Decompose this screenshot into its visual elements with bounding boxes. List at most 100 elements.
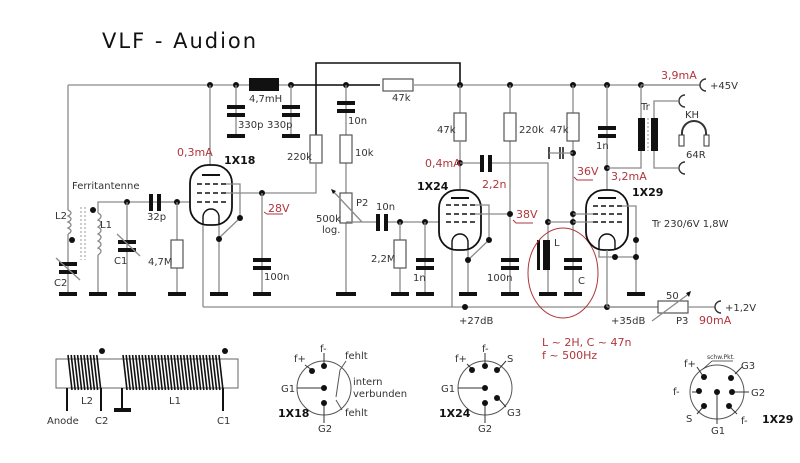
potentiometer-p2[interactable] <box>339 192 353 224</box>
res-220k-label: 220k <box>519 125 544 136</box>
coil-winding <box>128 354 135 391</box>
pin-label: G3 <box>507 408 521 419</box>
pin-label: G3 <box>741 361 755 372</box>
v2-screen-voltage: 38V <box>516 208 538 221</box>
pinout-1x29 <box>689 360 749 424</box>
coil-winding <box>92 354 99 391</box>
coil-c2-label: C2 <box>95 416 108 427</box>
v2-current-reading: 0,4mA <box>425 157 461 170</box>
coil-winding <box>151 354 157 391</box>
tube-1x18 <box>189 85 262 307</box>
resistor-220k-v2-screen <box>503 112 517 142</box>
pin-label: fehlt <box>345 408 368 419</box>
cap-10n-label: 10n <box>376 202 395 213</box>
coil-winding <box>73 354 80 391</box>
supply-45v-terminal-icon[interactable] <box>699 78 707 92</box>
res-4-7M-label: 4,7M <box>148 257 173 268</box>
coil-winding <box>167 354 173 391</box>
pot-p3-label: P3 <box>676 316 688 327</box>
res-47k-label: 47k <box>550 125 569 136</box>
coil-winding <box>135 354 141 391</box>
choke-label: 4,7mH <box>249 94 282 105</box>
res-220k-label: 220k <box>287 152 312 163</box>
coil-winding <box>176 354 183 391</box>
potentiometer-p3[interactable] <box>657 300 689 314</box>
supply-1-2v-terminal-icon[interactable] <box>714 300 722 314</box>
pin-label: G1 <box>711 426 725 437</box>
coil-winding <box>211 354 218 391</box>
coil-winding <box>89 354 96 391</box>
pin-label: f- <box>673 387 680 398</box>
coil-winding <box>186 354 192 391</box>
tube-1x24-label: 1X24 <box>417 180 449 193</box>
coil-winding <box>83 354 89 391</box>
headphone-jack-icon[interactable] <box>678 94 686 108</box>
coil-winding <box>163 354 170 391</box>
coil-winding <box>70 354 76 391</box>
coil-winding <box>189 354 195 391</box>
pinout-1x24 <box>457 353 513 423</box>
cap-32p-label: 32p <box>147 212 166 223</box>
pin-label: G1 <box>441 384 455 395</box>
coil-winding <box>179 354 186 391</box>
v1-screen-voltage: 28V <box>268 202 290 215</box>
pin-label: f- <box>320 344 327 355</box>
cap-1n-label: 1n <box>596 141 609 152</box>
ferrite-antenna-label: Ferritantenne <box>72 181 139 192</box>
page-title: VLF - Audion <box>102 29 258 53</box>
coil-winding <box>138 354 144 391</box>
coil-l1-label: L1 <box>169 396 181 407</box>
supply-45v-label: +45V <box>710 81 738 92</box>
pin-label: G2 <box>478 424 492 435</box>
pot-p2-taper: log. <box>322 225 340 236</box>
ground-symbol <box>227 134 245 138</box>
tube-1x18-label: 1X18 <box>224 154 255 167</box>
lc-c-label: C <box>578 276 585 287</box>
coil-winding <box>67 354 73 391</box>
filament-current-reading: 90mA <box>699 314 732 327</box>
pinout-1x29-label: 1X29 <box>762 413 793 426</box>
res-47k-label: 47k <box>392 93 411 104</box>
pin-label: S <box>686 414 692 425</box>
coil-winding <box>183 354 189 391</box>
headphone-jack-icon[interactable] <box>678 161 686 175</box>
gain-stage2: +35dB <box>611 316 645 327</box>
pinout-1x24-label: 1X24 <box>439 407 471 420</box>
pin-label: f- <box>741 416 748 427</box>
coil-winding <box>160 354 167 391</box>
pin-label: S <box>507 354 513 365</box>
coil-winding <box>122 354 128 391</box>
pin-note: schw.Pkt. <box>707 354 735 361</box>
pin-label: G1 <box>281 384 295 395</box>
coil-winding <box>195 354 202 391</box>
coil-winding <box>218 354 224 391</box>
choke-inductor <box>249 78 279 91</box>
pin-label: f+ <box>455 354 467 365</box>
coil-detail <box>55 348 239 412</box>
transformer-primary <box>638 118 645 151</box>
cap-330p-label: 330p <box>238 120 263 131</box>
coil-winding <box>147 354 154 391</box>
res-2-2M-label: 2,2M <box>371 254 396 265</box>
pin-label: f+ <box>294 354 306 365</box>
headphones-impedance: 64R <box>686 150 706 161</box>
lc-note-line1: L ~ 2H, C ~ 47n <box>542 336 631 349</box>
c1-label: C1 <box>114 256 127 267</box>
cap-100n-label: 100n <box>487 273 512 284</box>
pin-label: G2 <box>751 388 765 399</box>
coil-winding <box>173 354 179 391</box>
tube-1x24 <box>438 189 492 307</box>
res-47k-label: 47k <box>437 125 456 136</box>
coil-anode-label: Anode <box>47 416 79 427</box>
lc-l-label: L <box>554 238 560 249</box>
coil-winding <box>96 354 102 391</box>
tube-1x29 <box>573 189 645 307</box>
coil-winding <box>192 354 199 391</box>
coil-winding <box>154 354 160 391</box>
gain-stage1: +27dB <box>459 316 493 327</box>
coil-winding <box>208 354 215 391</box>
pinout-1x18 <box>296 353 352 423</box>
pot-p3-value: 50 <box>666 291 679 302</box>
pin-label: fehlt <box>345 351 368 362</box>
